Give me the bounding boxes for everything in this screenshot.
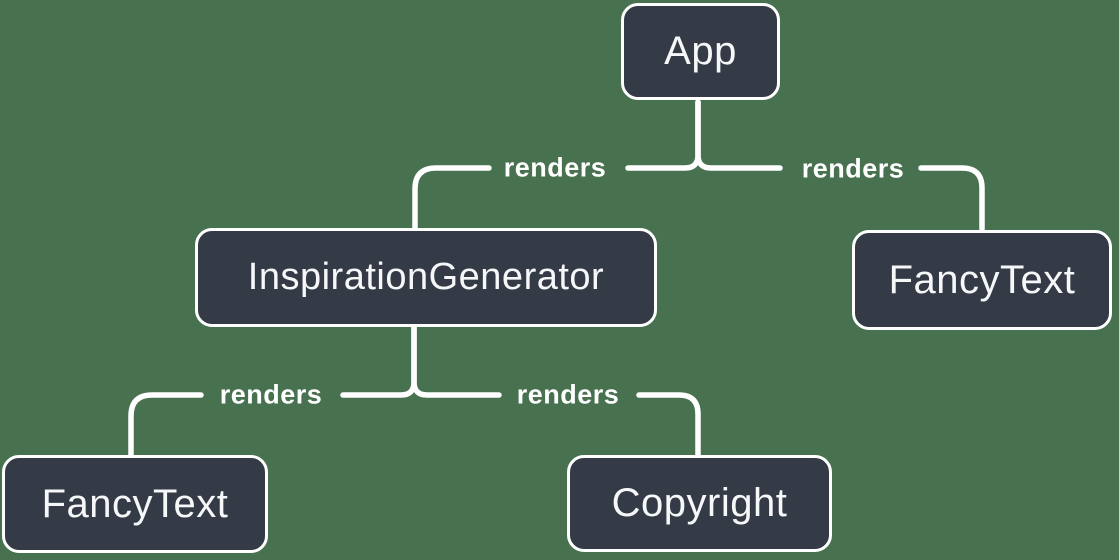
edge-label-renders-inspirationgenerator-copyright: renders [516,379,620,410]
edge-app-inspirationgenerator-left-segment [412,165,492,232]
edge-label-renders-app-inspirationgenerator: renders [503,152,607,183]
edge-inspirationgenerator-fancytext-right-segment [340,323,417,398]
node-fancy-text-left-label: FancyText [41,481,229,526]
node-app: App [621,3,780,100]
node-copyright: Copyright [567,455,832,552]
node-inspiration-generator: InspirationGenerator [195,228,657,327]
edge-label-renders-app-fancytext: renders [801,153,905,184]
node-inspiration-generator-label: InspirationGenerator [247,256,605,298]
node-copyright-label: Copyright [611,481,788,525]
edge-inspirationgenerator-fancytext-left-segment [128,392,204,459]
edge-app-fancytext-left-segment [695,99,783,171]
node-app-label: App [664,29,737,73]
node-fancy-text-right-label: FancyText [888,257,1076,302]
edge-inspirationgenerator-copyright-left-segment [411,323,502,398]
node-fancy-text-left: FancyText [2,455,268,553]
edge-inspirationgenerator-copyright-right-segment [636,392,701,459]
edge-label-renders-inspirationgenerator-fancytext: renders [219,379,323,410]
node-fancy-text-right: FancyText [852,230,1112,330]
edge-app-inspirationgenerator-right-segment [625,99,701,171]
edge-app-fancytext-right-segment [918,165,985,234]
